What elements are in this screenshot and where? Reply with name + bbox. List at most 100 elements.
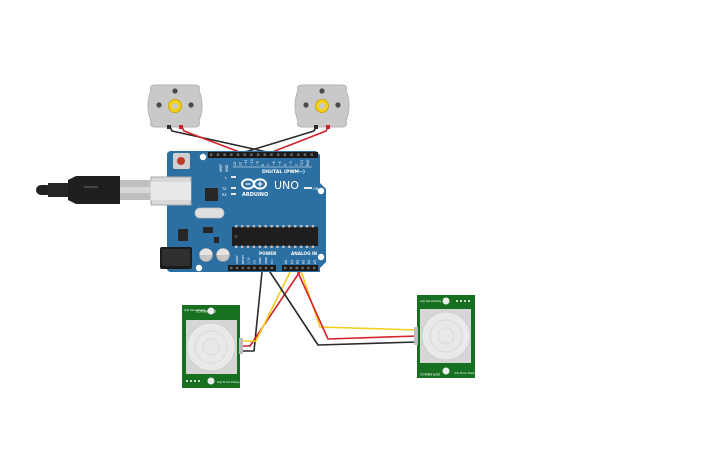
analog-pin-label: A4 [307,260,311,264]
power-pin-label: IOREF [235,255,239,264]
dc-motor-right[interactable] [294,84,350,129]
digital-pin-label: ~5 [278,161,282,166]
analog-pin-hole[interactable] [307,266,310,270]
potentiometer-icon[interactable] [207,307,215,315]
analog-pin-hole[interactable] [289,266,293,270]
analog-pin-label: A5 [313,260,317,264]
power-pin-hole[interactable] [259,266,262,270]
power-header[interactable] [228,265,276,271]
digital-pin-hole[interactable] [243,153,246,156]
wire-pir-left-red[interactable] [241,269,302,347]
microcontroller-chip [232,227,318,246]
potentiometer-icon[interactable] [442,297,450,305]
digital-pin-label: 13 [233,162,237,166]
pir-right-top-label: DYP-ME003 [420,372,440,376]
usb-cable[interactable] [36,176,150,204]
pir-right-top-label2: Adj Sensitivity [420,299,442,303]
digital-header[interactable] [208,152,318,158]
arduino-logo-icon [241,178,267,190]
analog-pin-hole[interactable] [284,266,287,270]
motor-hole-icon [319,88,325,94]
digital-pin-hole[interactable] [277,153,280,156]
digital-pin-hole[interactable] [283,153,287,156]
potentiometer-icon[interactable] [207,377,215,385]
power-pin-hole[interactable] [235,266,239,270]
digital-pin-hole[interactable] [310,153,313,156]
digital-pin-hole[interactable] [256,153,260,156]
rx-label: RX [222,193,227,197]
digital-pin-hole[interactable] [216,153,220,156]
digital-pin-hole[interactable] [250,153,253,156]
power-pin-label: Vin [270,259,274,264]
analog-pin-hole[interactable] [295,266,298,270]
power-pin-hole[interactable] [247,266,250,270]
wire-pir-left-black[interactable] [241,271,263,352]
tx-label: TX [221,187,227,191]
digital-pin-hole[interactable] [223,153,226,156]
power-pin-hole[interactable] [241,266,244,270]
on-label: ON [313,187,319,191]
pir-sensor-right[interactable]: DYP-ME003 Adj Sensitivity Adj Time Delay [414,295,477,378]
analog-pin-label: A0 [284,260,288,264]
wire-pir-left-yellow[interactable] [241,267,293,342]
digital-pin-hole[interactable] [303,153,307,156]
pir-left-top-label: DYP-ME003 [196,309,216,313]
analog-label: ANALOG IN [291,251,318,256]
digital-pin-label: ~3 [289,161,293,166]
digital-pin-label: 2 [295,164,299,166]
digital-pin-label: ~10 [250,159,254,166]
digital-label: DIGITAL (PWM~) [262,169,305,175]
digital-pin-hole[interactable] [290,153,293,156]
analog-pin-label: A2 [296,260,300,264]
power-pin-label: RESET [241,254,245,264]
motor-hole-icon [303,102,309,108]
analog-header[interactable] [282,265,318,271]
wire-pir-right-red[interactable] [295,267,418,340]
wire-pir-right-black[interactable] [269,271,418,346]
digital-pin-label: ~11 [244,159,248,166]
power-pin-label: 3.3V [247,256,251,264]
power-pin-hole[interactable] [270,266,273,270]
motor-hole-icon [172,88,178,94]
dc-motor-left[interactable] [147,84,203,129]
mounting-hole-icon [199,153,207,161]
pir-left-top-label2: Adj Sensitivity [184,308,206,312]
digital-pin-label: ~6 [272,161,276,166]
analog-pin-hole[interactable] [313,266,316,270]
motor-hole-icon [188,102,194,108]
digital-pin-label: 4 [283,164,287,166]
digital-pin-hole[interactable] [270,153,273,156]
digital-pin-hole[interactable] [210,153,213,156]
digital-pin-label: 12 [239,162,243,166]
usb-chip [205,188,218,201]
wire-pir-right-yellow[interactable] [299,267,418,331]
pir-sensor-left[interactable]: DYP-ME003 Adj Sensitivity Adj Time Delay [182,305,243,388]
power-pin-label: GND [264,256,268,264]
digital-pin-hole[interactable] [230,153,233,156]
digital-pin-label: 7 [267,164,271,166]
digital-pin-hole[interactable] [297,153,300,156]
bottom-pin-holes [230,266,316,270]
microcontroller-pins [235,225,315,248]
power-pin-hole[interactable] [253,266,256,270]
mounting-hole-icon [195,264,203,272]
l-label: L [225,176,227,180]
mounting-hole-icon [317,187,325,195]
power-pin-hole[interactable] [264,266,268,270]
pir-dome [421,311,471,361]
analog-pin-hole[interactable] [301,266,304,270]
digital-pin-hole[interactable] [236,153,240,156]
digital-pin-label: ~9 [255,161,259,166]
digital-pin-label: 8 [261,164,265,166]
digital-pin-hole[interactable] [263,153,266,156]
digital-pin-holes [210,153,313,156]
potentiometer-icon[interactable] [442,367,450,375]
gnd-label: GND [225,164,229,172]
brand-label: ARDUINO [242,192,268,198]
digital-pin-label: TX1 [300,160,304,167]
power-pin-hole[interactable] [230,266,233,270]
